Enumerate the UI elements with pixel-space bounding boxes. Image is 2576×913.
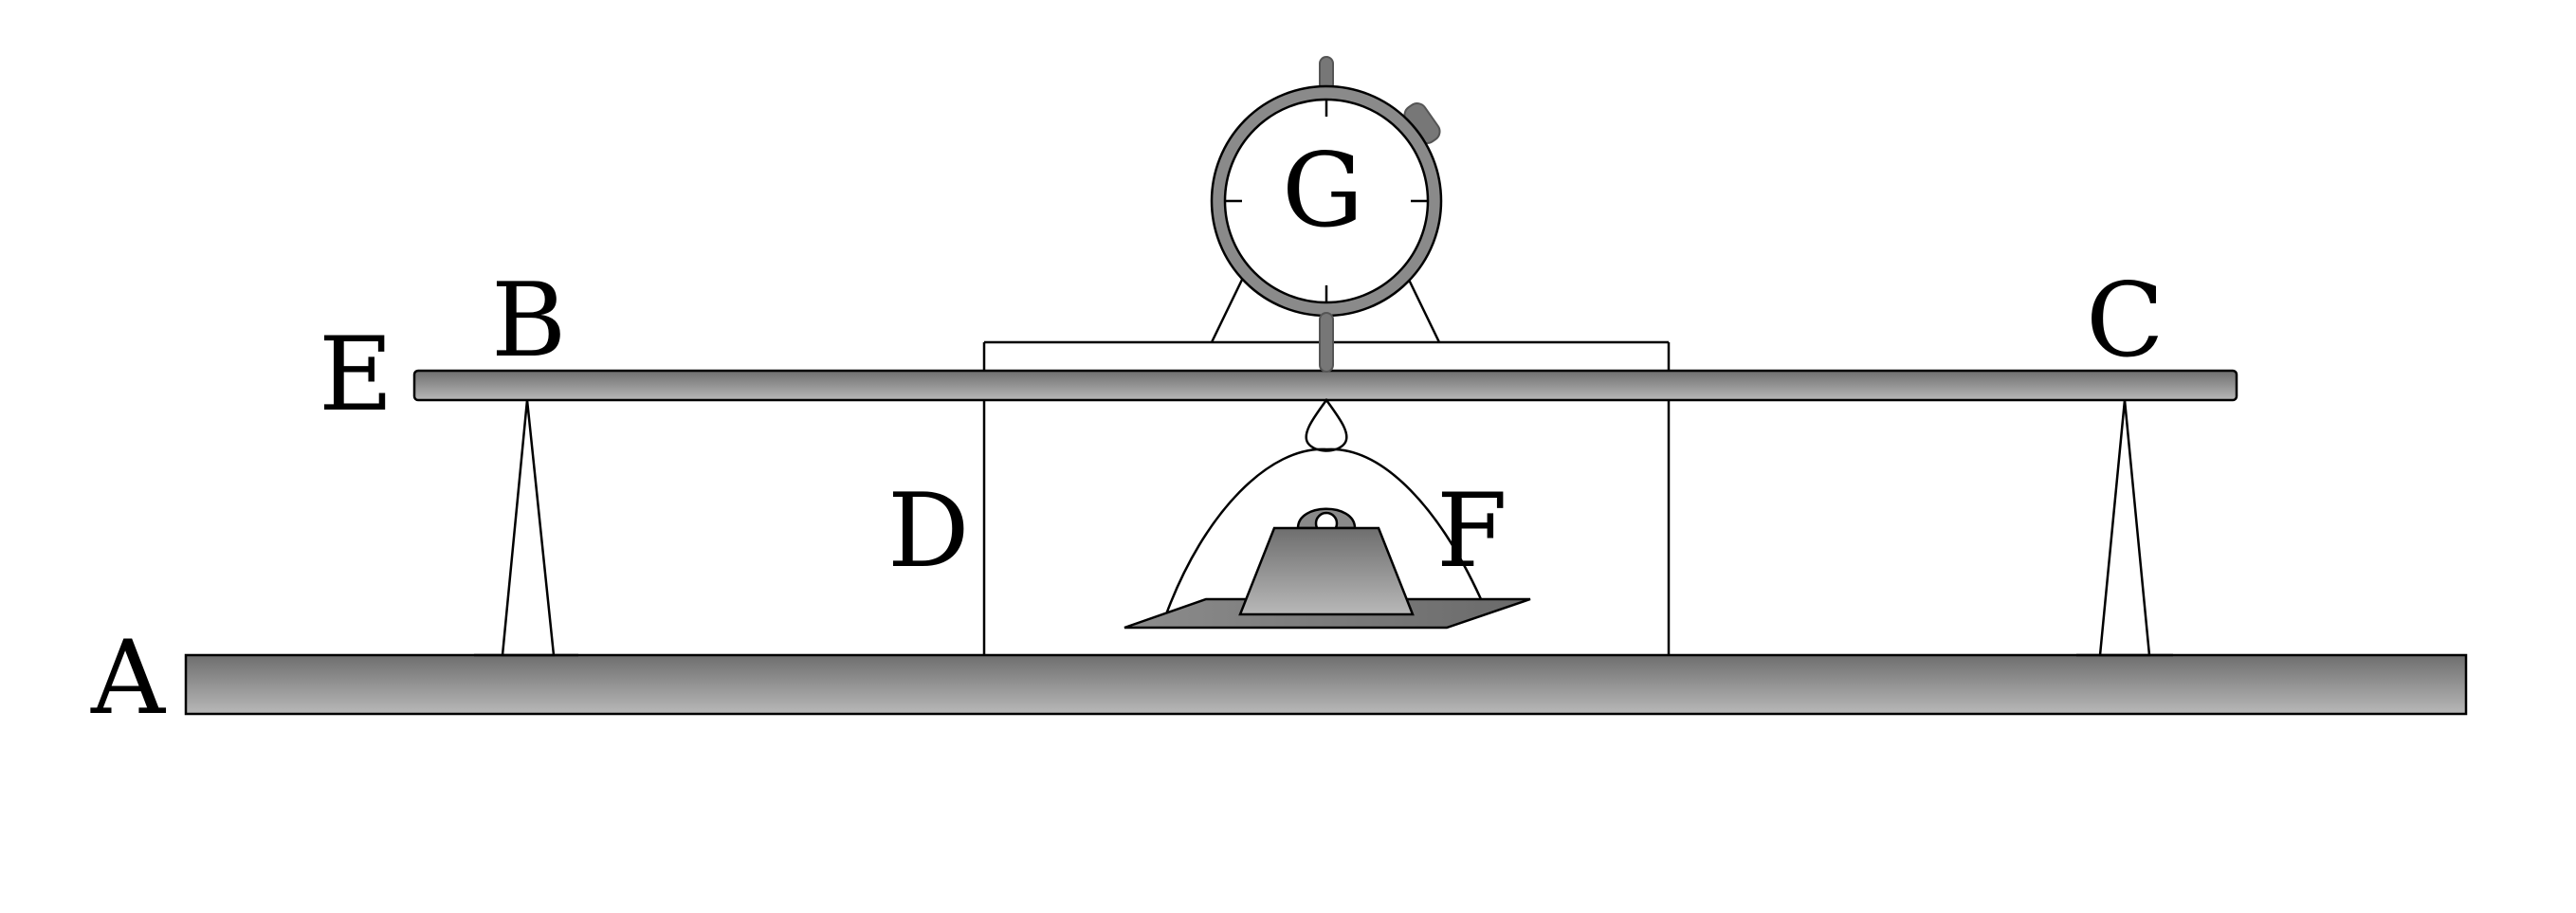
label-d: D [887,472,970,591]
right-support-leg [2098,399,2151,657]
label-c: C [2086,262,2165,380]
dial-gauge-g [1210,56,1443,373]
weight [1238,507,1415,616]
gauge-strut-left [1210,279,1244,343]
gauge-strut-right [1407,279,1441,343]
hanger-hook [1305,397,1348,452]
base-bar-a [184,653,2468,716]
label-g: G [1282,132,1363,250]
label-e: E [319,316,393,434]
label-b: B [491,262,566,380]
label-f: F [1436,472,1507,591]
hanger-wire-f [1164,447,1483,615]
label-a: A [90,619,167,738]
left-support-leg [501,399,556,657]
upper-beam-e [412,369,2238,402]
